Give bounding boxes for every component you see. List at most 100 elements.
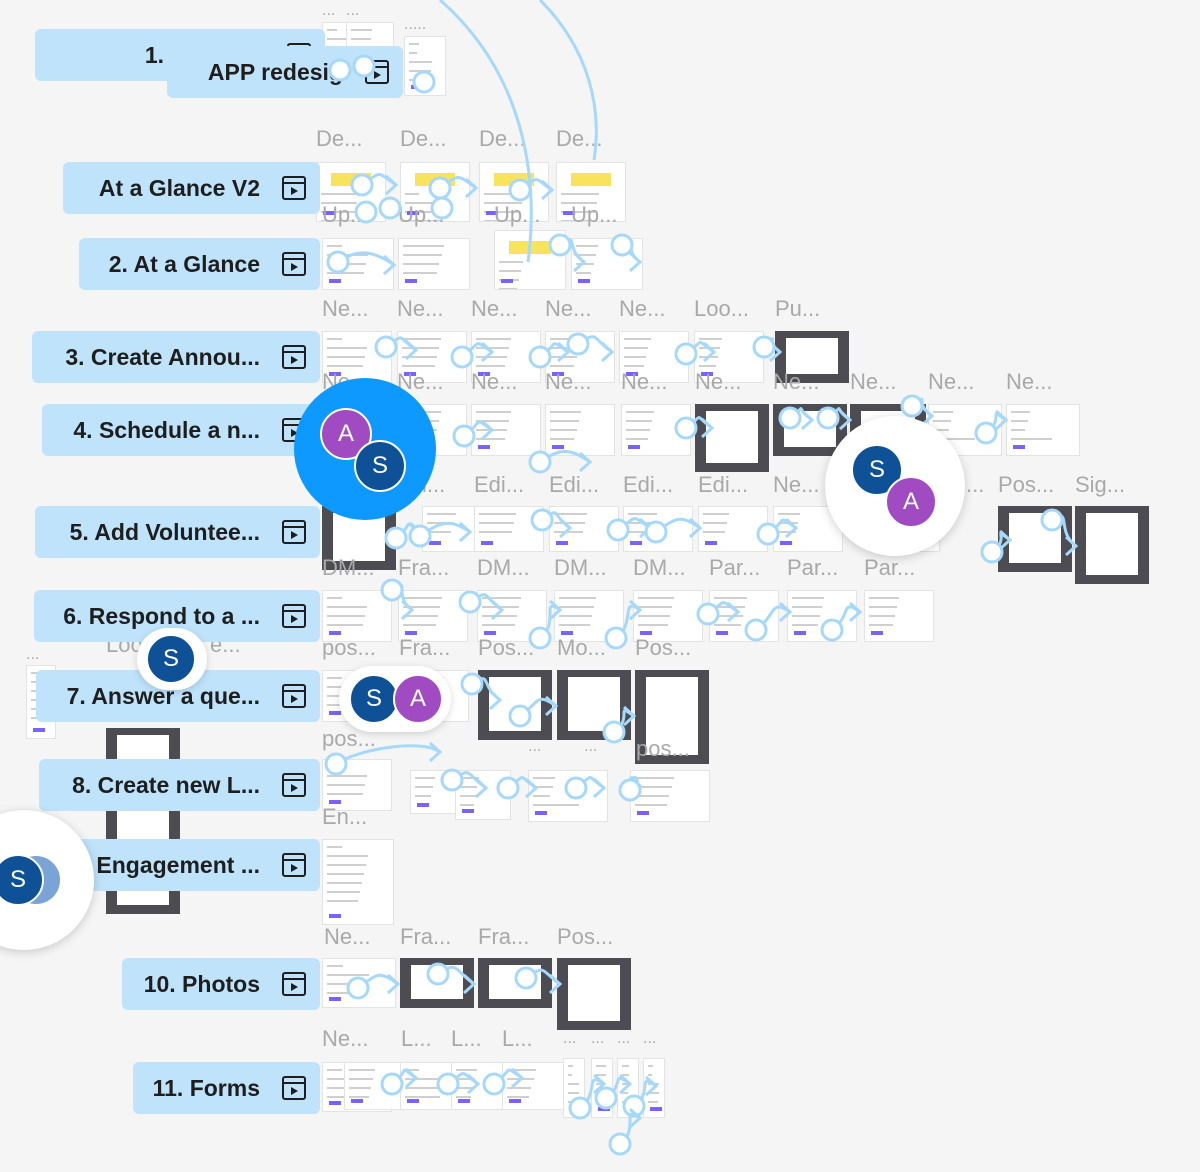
- connection-node[interactable]: [594, 1086, 618, 1110]
- frame-name[interactable]: Loo...: [694, 296, 750, 321]
- frame-name[interactable]: DM...: [477, 555, 530, 580]
- frame-name[interactable]: Edi...: [549, 472, 600, 497]
- frame-name[interactable]: Pos...: [635, 635, 692, 660]
- frame-name[interactable]: De...: [479, 126, 526, 151]
- frame-thumbnail[interactable]: [398, 238, 470, 290]
- avatar[interactable]: S: [146, 634, 196, 684]
- connection-node[interactable]: [328, 58, 352, 82]
- flow-label-photos[interactable]: 10. Photos: [122, 958, 320, 1010]
- frame-name[interactable]: Ne...: [471, 369, 518, 394]
- frame-name[interactable]: Ne...: [621, 369, 668, 394]
- connection-node[interactable]: [514, 966, 538, 990]
- frame-thumbnail[interactable]: [322, 506, 396, 570]
- frame-name[interactable]: ...: [643, 1030, 657, 1047]
- flow-label-create-announcement[interactable]: 3. Create Annou...: [32, 331, 320, 383]
- frame-name[interactable]: ...: [346, 2, 360, 19]
- frame-thumbnail[interactable]: [398, 590, 468, 642]
- frame-thumbnail[interactable]: [545, 404, 615, 456]
- frame-name[interactable]: Ne...: [619, 296, 666, 321]
- frame-name[interactable]: ...: [617, 1030, 631, 1047]
- avatar[interactable]: A: [320, 408, 372, 460]
- connection-node[interactable]: [324, 752, 348, 776]
- avatar[interactable]: S: [0, 854, 44, 906]
- frame-thumbnail[interactable]: [775, 331, 849, 383]
- frame-name[interactable]: ...: [563, 1030, 577, 1047]
- connection-node[interactable]: [482, 1072, 506, 1096]
- connection-node[interactable]: [496, 776, 520, 800]
- connection-node[interactable]: [528, 450, 552, 474]
- frame-name[interactable]: Ne...: [928, 369, 975, 394]
- connection-node[interactable]: [816, 406, 840, 430]
- frame-name[interactable]: Par...: [709, 555, 761, 580]
- frame-name[interactable]: Pos...: [998, 472, 1055, 497]
- connection-node[interactable]: [974, 421, 998, 445]
- frame-name[interactable]: Ne...: [324, 924, 371, 949]
- frame-name[interactable]: Ne...: [773, 472, 820, 497]
- frame-name[interactable]: Ne...: [545, 369, 592, 394]
- avatar[interactable]: S: [354, 440, 406, 492]
- frame-name[interactable]: Ne...: [322, 296, 369, 321]
- connection-node[interactable]: [696, 602, 720, 626]
- frame-name[interactable]: DM...: [322, 555, 375, 580]
- frame-name[interactable]: DM...: [554, 555, 607, 580]
- connection-node[interactable]: [460, 672, 484, 696]
- frame-thumbnail[interactable]: [474, 506, 544, 552]
- frame-name[interactable]: Fra...: [478, 924, 530, 949]
- frame-thumbnail[interactable]: [635, 670, 709, 764]
- connection-node[interactable]: [326, 250, 350, 274]
- frame-name[interactable]: Edi...: [474, 472, 525, 497]
- frame-thumbnail[interactable]: [322, 759, 392, 811]
- flow-label-add-volunteer[interactable]: 5. Add Voluntee...: [35, 506, 320, 558]
- frame-name[interactable]: pos...: [636, 736, 690, 761]
- avatar[interactable]: S: [349, 674, 399, 724]
- play-frame-icon[interactable]: [282, 176, 306, 200]
- connection-node[interactable]: [450, 345, 474, 369]
- connection-node[interactable]: [608, 1132, 632, 1156]
- frame-name[interactable]: L...: [401, 1026, 432, 1051]
- frame-name[interactable]: Fra...: [399, 635, 451, 660]
- connection-node[interactable]: [568, 1096, 592, 1120]
- frame-name[interactable]: De...: [400, 126, 447, 151]
- connection-node[interactable]: [548, 233, 572, 257]
- connection-node[interactable]: [644, 520, 668, 544]
- frame-name[interactable]: Up...: [571, 202, 618, 227]
- connection-node[interactable]: [900, 394, 924, 418]
- connection-node[interactable]: [752, 335, 776, 359]
- frame-thumbnail[interactable]: [1006, 404, 1080, 456]
- connection-node[interactable]: [820, 618, 844, 642]
- flow-label-forms[interactable]: 11. Forms: [133, 1062, 320, 1114]
- frame-thumbnail[interactable]: [1075, 506, 1149, 584]
- frame-name[interactable]: pos...: [322, 635, 376, 660]
- frame-thumbnail[interactable]: [455, 770, 511, 820]
- play-frame-icon[interactable]: [282, 252, 306, 276]
- play-frame-icon[interactable]: [282, 604, 306, 628]
- connection-node[interactable]: [430, 196, 454, 220]
- frame-name[interactable]: Pu...: [775, 296, 821, 321]
- connection-node[interactable]: [436, 1072, 460, 1096]
- connection-node[interactable]: [352, 54, 376, 78]
- frame-thumbnail[interactable]: [322, 839, 394, 925]
- frame-name[interactable]: Fra...: [400, 924, 452, 949]
- connection-node[interactable]: [610, 233, 634, 257]
- frame-name[interactable]: Ne...: [1006, 369, 1053, 394]
- connection-node[interactable]: [606, 518, 630, 542]
- frame-name[interactable]: Pos...: [478, 635, 535, 660]
- connection-node[interactable]: [384, 526, 408, 550]
- connection-node[interactable]: [354, 200, 378, 224]
- connection-node[interactable]: [408, 524, 432, 548]
- avatar[interactable]: A: [885, 476, 937, 528]
- connection-node[interactable]: [530, 508, 554, 532]
- frame-name[interactable]: Ne...: [397, 296, 444, 321]
- frame-name[interactable]: Par...: [787, 555, 839, 580]
- frame-name[interactable]: L...: [502, 1026, 533, 1051]
- frame-thumbnail[interactable]: [633, 590, 703, 642]
- frame-name[interactable]: Fra...: [398, 555, 450, 580]
- frame-name[interactable]: DM...: [633, 555, 686, 580]
- flow-label-create-new[interactable]: 8. Create new L...: [39, 759, 320, 811]
- frame-name[interactable]: ...: [966, 472, 985, 497]
- connection-node[interactable]: [756, 522, 780, 546]
- connection-node[interactable]: [604, 626, 628, 650]
- connection-node[interactable]: [428, 176, 452, 200]
- play-frame-icon[interactable]: [282, 972, 306, 996]
- connection-node[interactable]: [346, 976, 370, 1000]
